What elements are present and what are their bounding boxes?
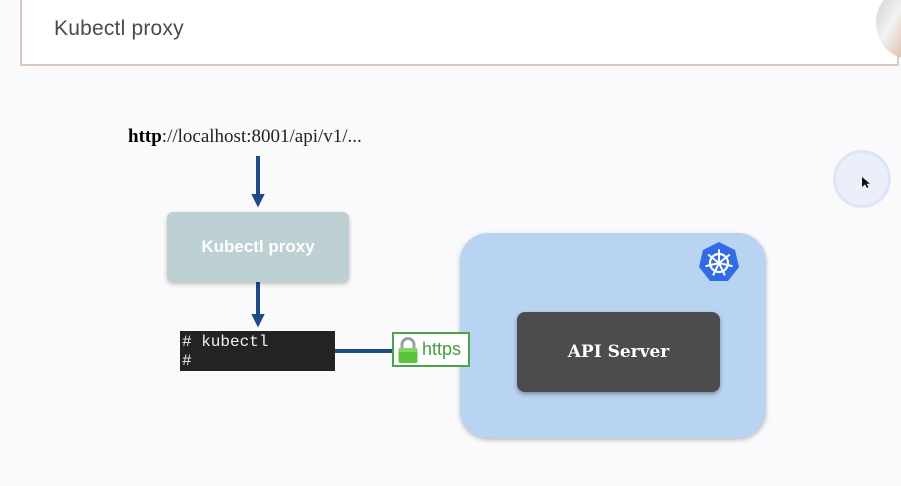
cursor-highlight bbox=[833, 150, 891, 208]
url-path: ://localhost:8001/api/v1/... bbox=[161, 126, 362, 147]
url-scheme: http bbox=[128, 126, 162, 147]
cursor-icon bbox=[862, 177, 870, 188]
request-url: http://localhost:8001/api/v1/... bbox=[128, 126, 362, 148]
terminal-line-2: # bbox=[182, 352, 192, 370]
lock-icon bbox=[398, 336, 418, 363]
kubectl-proxy-box: Kubectl proxy bbox=[167, 212, 349, 282]
terminal-line-1: # kubectl bbox=[182, 333, 269, 351]
https-label: https bbox=[422, 339, 462, 359]
slide-header: Kubectl proxy bbox=[20, 0, 899, 66]
https-badge: https bbox=[392, 332, 470, 367]
api-server-box: API Server bbox=[517, 312, 720, 392]
kubernetes-icon bbox=[699, 242, 739, 281]
slide-title: Kubectl proxy bbox=[54, 17, 184, 40]
terminal-box: # kubectl# bbox=[180, 331, 335, 371]
